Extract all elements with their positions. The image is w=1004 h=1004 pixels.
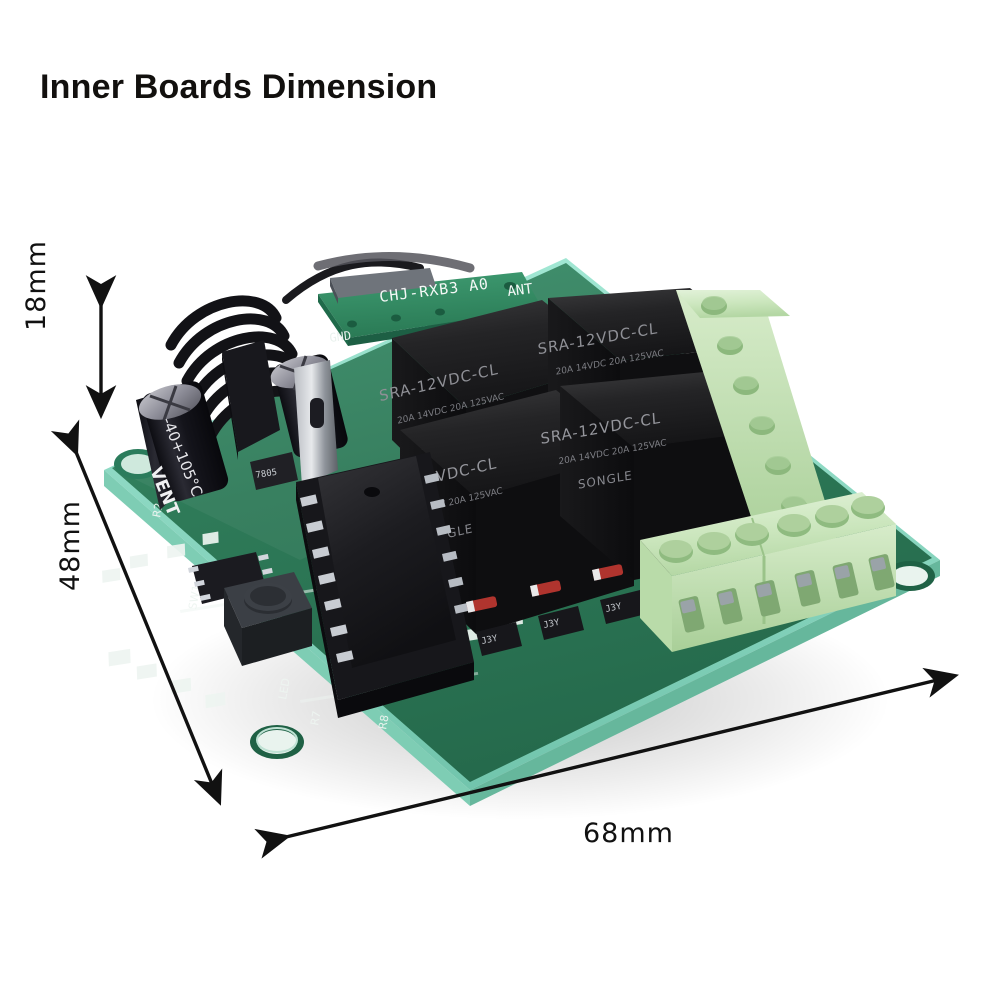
- antenna-pad-label: ANT: [507, 281, 535, 300]
- regulator-marking: 7805: [255, 468, 278, 481]
- svg-text:J3Y: J3Y: [605, 602, 624, 615]
- dimension-label-48mm: 48mm: [55, 500, 86, 591]
- dimension-label-68mm: 68mm: [583, 818, 674, 849]
- push-button-sw1[interactable]: [224, 572, 312, 666]
- voltage-regulator: [222, 340, 280, 460]
- terminal-strip-rear[interactable]: [676, 290, 840, 556]
- page-title: Inner Boards Dimension: [40, 68, 438, 106]
- svg-text:J3Y: J3Y: [543, 618, 562, 631]
- svg-text:J3Y: J3Y: [481, 634, 500, 647]
- antenna-lead: [282, 258, 424, 304]
- smd-regulator: 7805: [250, 452, 298, 490]
- svg-text:R8: R8: [376, 714, 391, 731]
- smd-transistor-row: J3Y J3Y J3Y: [466, 564, 646, 656]
- metal-can-component: [294, 360, 338, 486]
- ground-pad-label: GND: [329, 328, 352, 345]
- diodes: [466, 564, 624, 613]
- screw-terminal-block[interactable]: [640, 492, 896, 652]
- transistors-j3y: J3Y J3Y J3Y: [476, 590, 646, 656]
- svg-text:R7: R7: [308, 710, 323, 727]
- dimension-label-18mm: 18mm: [21, 240, 52, 331]
